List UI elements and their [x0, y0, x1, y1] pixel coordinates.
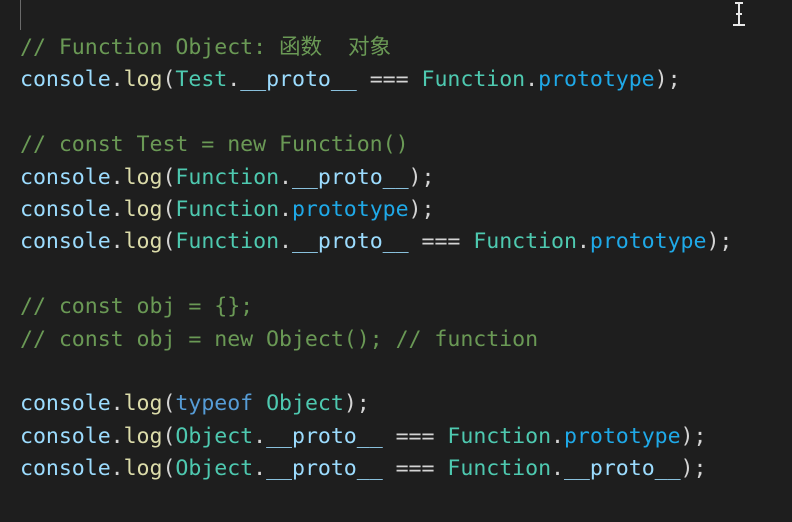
code-line[interactable]: // const Test = new Function()	[20, 129, 732, 161]
code-token-punc: .	[253, 456, 267, 482]
code-token-punc: .	[279, 196, 292, 222]
code-token-var: __proto__	[291, 164, 409, 190]
code-token-var: __proto__	[266, 456, 383, 482]
code-token-cls: Object	[175, 456, 254, 482]
code-token-var: console	[20, 423, 111, 449]
code-token-punc: .	[525, 67, 539, 93]
code-token-comment: // Function Object: 函数 对象	[20, 35, 392, 60]
code-token-punc: .	[551, 456, 564, 482]
code-token-punc: .	[110, 164, 124, 190]
code-line[interactable]: // const obj = new Object(); // function	[20, 324, 732, 356]
code-token-var: console	[20, 164, 111, 190]
code-token-punc: .	[551, 423, 564, 449]
code-token-cls: Function	[473, 229, 577, 255]
code-line[interactable]: console.log(Object.__proto__ === Functio…	[20, 453, 732, 485]
code-line[interactable]	[20, 259, 732, 291]
code-token-prop: prototype	[563, 423, 681, 449]
code-token-punc: .	[110, 423, 124, 449]
code-token-punc: .	[227, 67, 241, 93]
code-token-punc: .	[110, 456, 124, 482]
code-token-prop: prototype	[589, 229, 707, 255]
code-token-punc: );	[654, 67, 681, 93]
code-line[interactable]: console.log(typeof Object);	[20, 388, 732, 420]
code-token-punc: (	[162, 164, 176, 190]
code-token-cls: Object	[175, 423, 254, 449]
code-token-punc: (	[162, 196, 176, 222]
code-token-var: __proto__	[240, 67, 357, 93]
code-token-punc: .	[576, 229, 590, 255]
code-line[interactable]: console.log(Function.prototype);	[20, 194, 732, 226]
code-token-fn: log	[123, 423, 163, 449]
code-token-var: console	[20, 196, 111, 222]
code-token-var: console	[20, 229, 111, 255]
code-line[interactable]: console.log(Object.__proto__ === Functio…	[20, 421, 732, 453]
code-token-punc: .	[110, 196, 124, 222]
code-token-cls: Function	[175, 196, 280, 222]
code-token-cls: Function	[447, 423, 552, 449]
code-token-var: __proto__	[266, 423, 383, 449]
code-token-var: console	[20, 391, 111, 417]
code-token-punc: );	[408, 164, 435, 190]
code-line[interactable]	[20, 356, 732, 388]
code-token-punc: (	[162, 229, 176, 255]
code-token-cls: Function	[447, 456, 552, 482]
code-token-fn: log	[123, 229, 163, 255]
code-line[interactable]: console.log(Test.__proto__ === Function.…	[20, 64, 732, 96]
code-token-fn: log	[123, 67, 163, 93]
code-token-punc: .	[110, 391, 124, 417]
code-token-punc: );	[680, 423, 707, 449]
code-token-op: ===	[382, 423, 448, 449]
code-token-punc	[253, 391, 266, 416]
code-token-var: __proto__	[563, 456, 681, 482]
code-token-punc: (	[162, 391, 176, 417]
code-token-punc: (	[162, 423, 176, 449]
code-token-punc: );	[680, 456, 707, 482]
code-line[interactable]: // const obj = {};	[20, 291, 732, 323]
code-token-cls: Function	[175, 229, 280, 255]
code-token-fn: log	[123, 391, 163, 417]
code-token-cls: Function	[421, 67, 526, 93]
code-token-punc: );	[343, 391, 370, 417]
code-token-var: console	[20, 456, 111, 482]
code-token-cls: Test	[175, 67, 228, 93]
code-token-prop: prototype	[291, 196, 409, 222]
code-token-kw: typeof	[175, 391, 254, 417]
code-token-var: __proto__	[291, 229, 409, 255]
code-token-punc: .	[279, 164, 292, 190]
code-line[interactable]	[20, 97, 732, 129]
code-token-op: ===	[408, 229, 474, 255]
code-token-fn: log	[123, 196, 163, 222]
code-line[interactable]: console.log(Function.__proto__ === Funct…	[20, 226, 732, 258]
code-line[interactable]: console.log(Function.__proto__);	[20, 162, 732, 194]
code-token-punc: (	[162, 67, 176, 93]
code-token-op: ===	[356, 67, 422, 93]
code-token-fn: log	[123, 456, 163, 482]
code-token-op: ===	[382, 456, 448, 482]
code-token-comment: // const obj = new Object(); // function	[20, 326, 539, 352]
code-token-cls: Object	[266, 391, 344, 417]
code-token-punc: (	[162, 456, 176, 482]
code-token-punc: .	[279, 229, 292, 255]
code-line[interactable]: // Function Object: 函数 对象	[20, 32, 732, 64]
code-token-punc: .	[110, 229, 124, 255]
code-token-comment: // const Test = new Function()	[20, 132, 409, 158]
code-token-punc: );	[408, 196, 435, 222]
code-token-punc: .	[253, 423, 267, 449]
code-token-punc: .	[110, 67, 124, 93]
code-token-punc: );	[706, 229, 733, 255]
code-token-cls: Function	[175, 164, 280, 190]
code-token-prop: prototype	[538, 67, 655, 93]
code-token-var: console	[20, 67, 111, 93]
code-token-comment: // const obj = {};	[20, 294, 254, 320]
text-caret	[20, 0, 21, 30]
text-ibeam-cursor-icon	[733, 2, 745, 28]
code-token-fn: log	[123, 164, 163, 190]
